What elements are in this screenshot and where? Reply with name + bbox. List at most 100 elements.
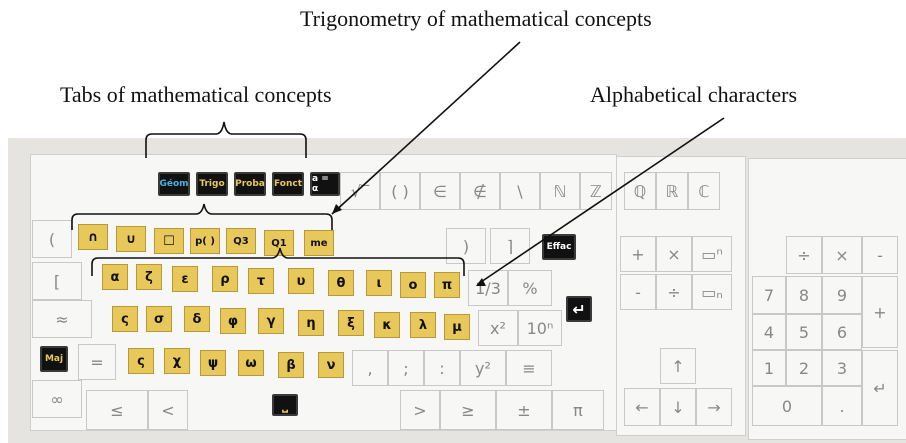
key-greek-rho[interactable]: ρ xyxy=(212,266,238,292)
key-percent[interactable]: % xyxy=(508,270,552,306)
key-naturals[interactable]: ℕ xyxy=(540,172,580,210)
key-arrow-up[interactable]: ↑ xyxy=(660,348,696,384)
key-greek-phi[interactable]: φ xyxy=(220,308,246,334)
key-not-element-of[interactable]: ∉ xyxy=(460,172,500,210)
key-greek-final-sigma[interactable]: ς xyxy=(112,306,138,332)
numpad-9[interactable]: 9 xyxy=(822,276,862,314)
numpad-3[interactable]: 3 xyxy=(822,350,862,386)
key-greek-kappa[interactable]: κ xyxy=(374,312,400,338)
key-arrow-left[interactable]: ← xyxy=(624,388,660,426)
key-complex[interactable]: ℂ xyxy=(688,172,720,210)
key-greek-chi[interactable]: χ xyxy=(164,348,190,374)
key-open-bracket[interactable]: [ xyxy=(32,262,82,300)
key-greek-alpha[interactable]: α xyxy=(102,264,128,290)
key-times[interactable]: × xyxy=(656,236,692,272)
key-greek-tau[interactable]: τ xyxy=(248,268,274,294)
key-greek-nu[interactable]: ν xyxy=(318,352,344,378)
key-rationals[interactable]: ℚ xyxy=(624,172,656,210)
key-q3[interactable]: Q3 xyxy=(226,228,256,254)
key-equals[interactable]: = xyxy=(78,344,116,380)
key-greek-pi[interactable]: π xyxy=(434,272,460,298)
key-greek-eta[interactable]: η xyxy=(298,310,324,336)
key-box-superscript[interactable]: ▭ⁿ xyxy=(692,236,732,272)
numpad-0[interactable]: 0 xyxy=(752,386,822,426)
tab-fonct[interactable]: Fonct xyxy=(272,172,304,196)
key-sqrt[interactable]: √‾ xyxy=(340,172,380,210)
key-pi-hand[interactable]: π xyxy=(552,390,604,430)
key-approx[interactable]: ≈ xyxy=(32,300,92,338)
key-element-of[interactable]: ∈ xyxy=(420,172,460,210)
key-greek-sigma[interactable]: σ xyxy=(146,306,172,332)
key-less[interactable]: < xyxy=(148,390,188,430)
key-box-subscript[interactable]: ▭ₙ xyxy=(692,274,732,310)
numpad-minus[interactable]: - xyxy=(862,236,898,274)
key-close-ceil[interactable]: ⌉ xyxy=(490,228,530,264)
key-greek-iota[interactable]: ι xyxy=(366,270,392,296)
key-probability[interactable]: p( ) xyxy=(190,228,220,254)
numpad-4[interactable]: 4 xyxy=(752,314,786,350)
tab-trigo[interactable]: Trigo xyxy=(196,172,228,196)
key-greek-theta[interactable]: θ xyxy=(328,270,354,296)
numpad-7[interactable]: 7 xyxy=(752,276,786,314)
key-greek-final-sigma-2[interactable]: ς xyxy=(128,348,154,374)
key-integers[interactable]: ℤ xyxy=(580,172,612,210)
key-open-paren[interactable]: ( xyxy=(32,220,72,258)
key-greek-lambda[interactable]: λ xyxy=(410,312,436,338)
key-comma[interactable]: , xyxy=(352,350,388,386)
numpad-plus[interactable]: + xyxy=(862,276,898,348)
key-union[interactable]: ∪ xyxy=(116,226,146,252)
key-greek-delta[interactable]: δ xyxy=(184,306,210,332)
annotation-trigonometry: Trigonometry of mathematical concepts xyxy=(300,6,652,31)
key-semicolon[interactable]: ; xyxy=(388,350,424,386)
key-minus[interactable]: - xyxy=(620,274,656,310)
key-equivalent[interactable]: ≡ xyxy=(506,350,552,386)
tab-alpha-toggle[interactable]: a = α xyxy=(310,172,340,196)
key-greek-gamma[interactable]: γ xyxy=(258,308,284,334)
key-greek-omicron[interactable]: ο xyxy=(400,272,426,298)
key-parens[interactable]: ( ) xyxy=(380,172,420,210)
tab-geom[interactable]: Géom xyxy=(158,172,190,196)
space-icon[interactable]: ⎵ xyxy=(272,394,298,416)
key-ten-power[interactable]: 10ⁿ xyxy=(518,310,562,346)
key-reals[interactable]: ℝ xyxy=(656,172,688,210)
key-greek-omega[interactable]: ω xyxy=(238,350,264,376)
key-maj[interactable]: Maj xyxy=(40,346,68,372)
numpad-8[interactable]: 8 xyxy=(786,276,822,314)
key-plus-minus[interactable]: ± xyxy=(496,390,552,430)
key-arrow-right[interactable]: → xyxy=(696,388,732,426)
key-greek-xi[interactable]: ξ xyxy=(338,310,364,336)
numpad-divide[interactable]: ÷ xyxy=(786,236,822,274)
key-box[interactable]: ☐ xyxy=(154,228,184,254)
key-median[interactable]: me xyxy=(304,230,334,256)
key-arrow-down[interactable]: ↓ xyxy=(660,388,696,426)
numpad-1[interactable]: 1 xyxy=(752,350,786,386)
numpad-times[interactable]: × xyxy=(822,236,862,274)
key-geq[interactable]: ≥ xyxy=(440,390,496,430)
key-greek-upsilon[interactable]: υ xyxy=(288,268,314,294)
key-y-squared[interactable]: y² xyxy=(460,350,506,386)
annotation-alphabetical: Alphabetical characters xyxy=(590,82,798,107)
key-plus[interactable]: + xyxy=(620,236,656,272)
key-greek-zeta[interactable]: ζ xyxy=(136,264,162,290)
key-greek-mu[interactable]: μ xyxy=(444,314,470,340)
key-effac[interactable]: Effac xyxy=(542,234,576,260)
key-colon[interactable]: : xyxy=(424,350,460,386)
key-divide[interactable]: ÷ xyxy=(656,274,692,310)
key-greek-psi[interactable]: ψ xyxy=(200,350,226,376)
key-x-squared[interactable]: x² xyxy=(478,310,518,346)
key-infinity[interactable]: ∞ xyxy=(32,380,82,418)
numpad-6[interactable]: 6 xyxy=(822,314,862,350)
key-greater[interactable]: > xyxy=(400,390,440,430)
key-greek-beta[interactable]: β xyxy=(278,352,304,378)
key-close-paren[interactable]: ) xyxy=(446,228,486,264)
key-greek-epsilon[interactable]: ε xyxy=(172,266,198,292)
numpad-dot[interactable]: . xyxy=(822,386,862,426)
numpad-enter[interactable]: ↵ xyxy=(862,350,898,426)
numpad-5[interactable]: 5 xyxy=(786,314,822,350)
key-intersection[interactable]: ∩ xyxy=(78,224,108,250)
enter-icon[interactable]: ↵ xyxy=(566,296,592,322)
numpad-2[interactable]: 2 xyxy=(786,350,822,386)
key-setminus[interactable]: \ xyxy=(500,172,540,210)
tab-proba[interactable]: Proba xyxy=(234,172,266,196)
key-leq[interactable]: ≤ xyxy=(86,390,148,430)
